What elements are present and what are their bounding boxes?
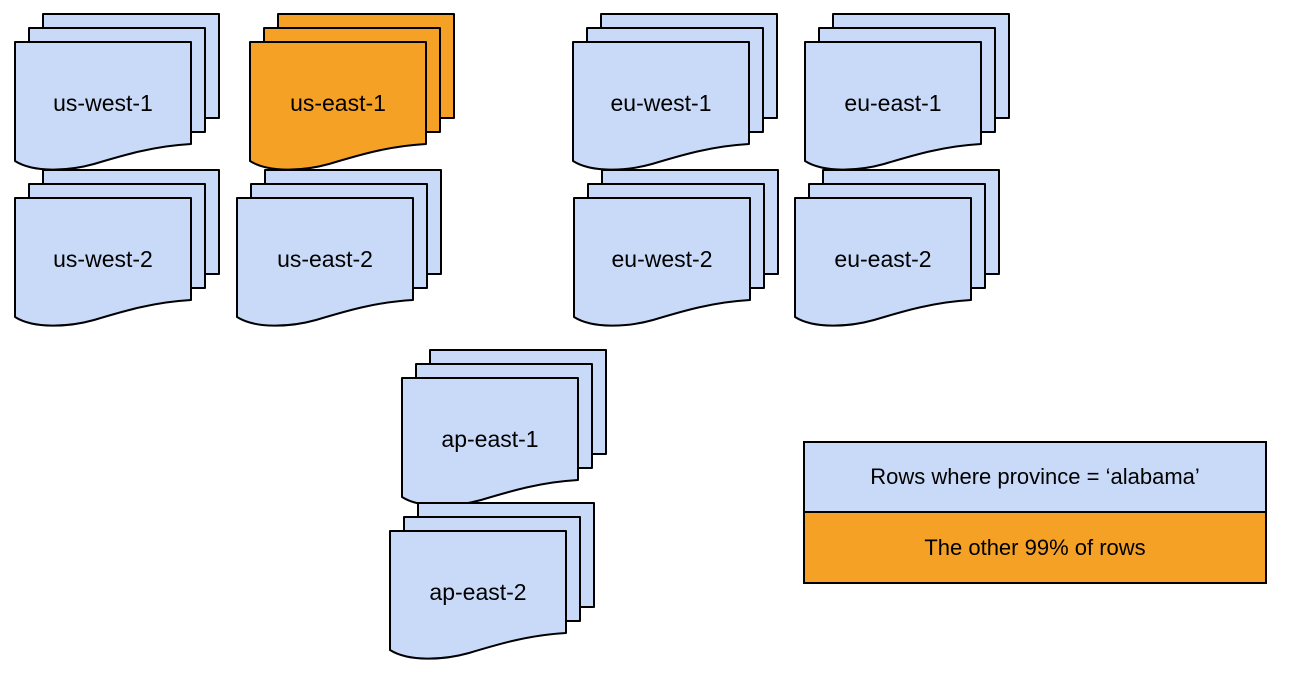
region-label: eu-west-1 — [610, 90, 712, 116]
region-label: ap-east-1 — [441, 426, 539, 452]
region-stack-us-west-1: us-west-1 — [14, 13, 220, 175]
region-stack-eu-east-1: eu-east-1 — [804, 13, 1010, 175]
legend: Rows where province = ‘alabama’ The othe… — [803, 441, 1267, 584]
region-label: ap-east-2 — [429, 579, 527, 605]
region-label: eu-east-2 — [834, 246, 932, 272]
region-stack-us-east-2: us-east-2 — [236, 169, 442, 331]
region-stack-ap-east-1: ap-east-1 — [401, 349, 607, 511]
region-label: eu-west-2 — [611, 246, 713, 272]
region-stack-us-west-2: us-west-2 — [14, 169, 220, 331]
region-stack-eu-west-1: eu-west-1 — [572, 13, 778, 175]
region-label: eu-east-1 — [844, 90, 942, 116]
region-stack-us-east-1: us-east-1 — [249, 13, 455, 175]
legend-item-alabama-rows: Rows where province = ‘alabama’ — [805, 443, 1265, 511]
region-label: us-east-2 — [277, 246, 373, 272]
region-stack-eu-east-2: eu-east-2 — [794, 169, 1000, 331]
region-label: us-west-2 — [53, 246, 153, 272]
region-label: us-west-1 — [53, 90, 153, 116]
legend-item-other-rows: The other 99% of rows — [805, 511, 1265, 582]
region-stack-ap-east-2: ap-east-2 — [389, 502, 595, 664]
region-label: us-east-1 — [290, 90, 386, 116]
region-stack-eu-west-2: eu-west-2 — [573, 169, 779, 331]
